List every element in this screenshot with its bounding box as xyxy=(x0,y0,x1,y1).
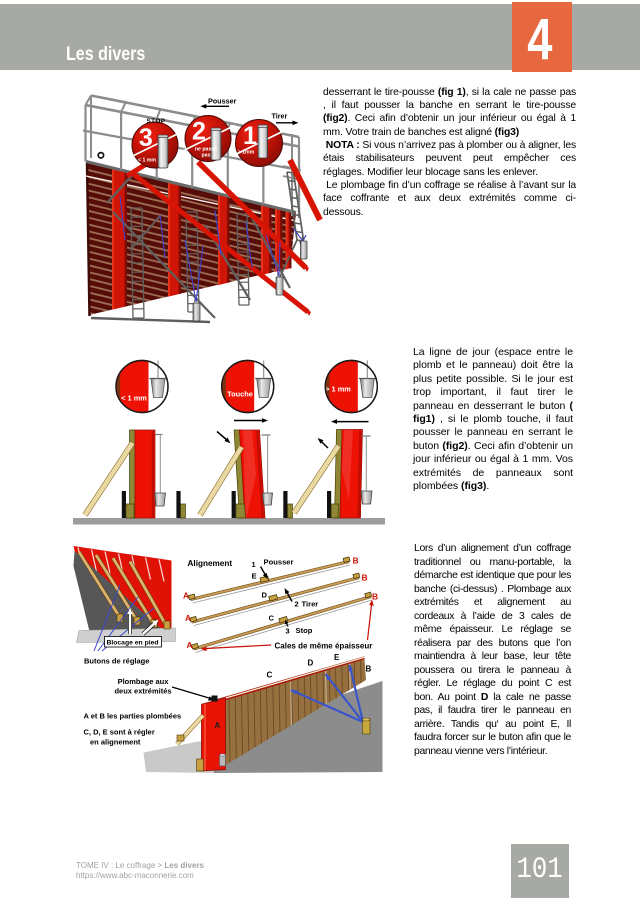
svg-text:Stop: Stop xyxy=(296,626,313,635)
svg-text:2: 2 xyxy=(192,118,206,146)
svg-text:B: B xyxy=(366,665,372,674)
svg-text:C: C xyxy=(269,614,275,623)
svg-text:3: 3 xyxy=(286,627,290,636)
svg-text:Plombage aux: Plombage aux xyxy=(118,677,170,686)
svg-text:en alignement: en alignement xyxy=(90,738,141,747)
svg-text:C, D, E sont à régler: C, D, E sont à régler xyxy=(84,728,155,737)
svg-text:pas: pas xyxy=(202,153,211,159)
svg-text:< 1 mm: < 1 mm xyxy=(121,394,147,403)
svg-text:1: 1 xyxy=(243,122,257,150)
svg-text:Touche: Touche xyxy=(227,390,253,399)
svg-text:Tirer: Tirer xyxy=(302,600,319,609)
svg-text:Cales de même épaisseur: Cales de même épaisseur xyxy=(275,642,373,651)
svg-text:Butons de réglage: Butons de réglage xyxy=(84,657,149,666)
svg-text:E: E xyxy=(334,653,340,662)
svg-text:Tirer: Tirer xyxy=(272,112,288,121)
svg-text:B: B xyxy=(372,592,378,602)
svg-text:3: 3 xyxy=(139,124,153,152)
svg-text:Pousser: Pousser xyxy=(264,558,294,567)
svg-text:> 1mm: > 1mm xyxy=(238,150,255,156)
svg-text:Pousser: Pousser xyxy=(208,97,237,106)
svg-text:D: D xyxy=(308,659,314,668)
svg-text:> 1 mm: > 1 mm xyxy=(325,385,351,394)
svg-text:D: D xyxy=(262,591,268,600)
svg-text:A et B les parties plombées: A et B les parties plombées xyxy=(84,712,182,721)
svg-text:A: A xyxy=(183,591,189,601)
svg-text:2: 2 xyxy=(295,600,299,609)
svg-text:C: C xyxy=(267,671,273,680)
svg-text:B: B xyxy=(353,556,359,566)
svg-text:A: A xyxy=(187,640,193,650)
svg-text:STOP: STOP xyxy=(147,118,166,125)
svg-text:1: 1 xyxy=(252,560,256,569)
svg-text:B: B xyxy=(362,573,368,583)
svg-text:A: A xyxy=(185,613,191,623)
svg-text:E: E xyxy=(252,572,257,581)
svg-text:deux extrémités: deux extrémités xyxy=(114,687,171,696)
svg-text:< 1 mm: < 1 mm xyxy=(138,158,156,164)
svg-text:Blocage en pied: Blocage en pied xyxy=(106,639,158,646)
svg-text:Alignement: Alignement xyxy=(188,559,233,568)
svg-text:A: A xyxy=(215,721,221,730)
svg-text:ne passe: ne passe xyxy=(195,147,217,153)
